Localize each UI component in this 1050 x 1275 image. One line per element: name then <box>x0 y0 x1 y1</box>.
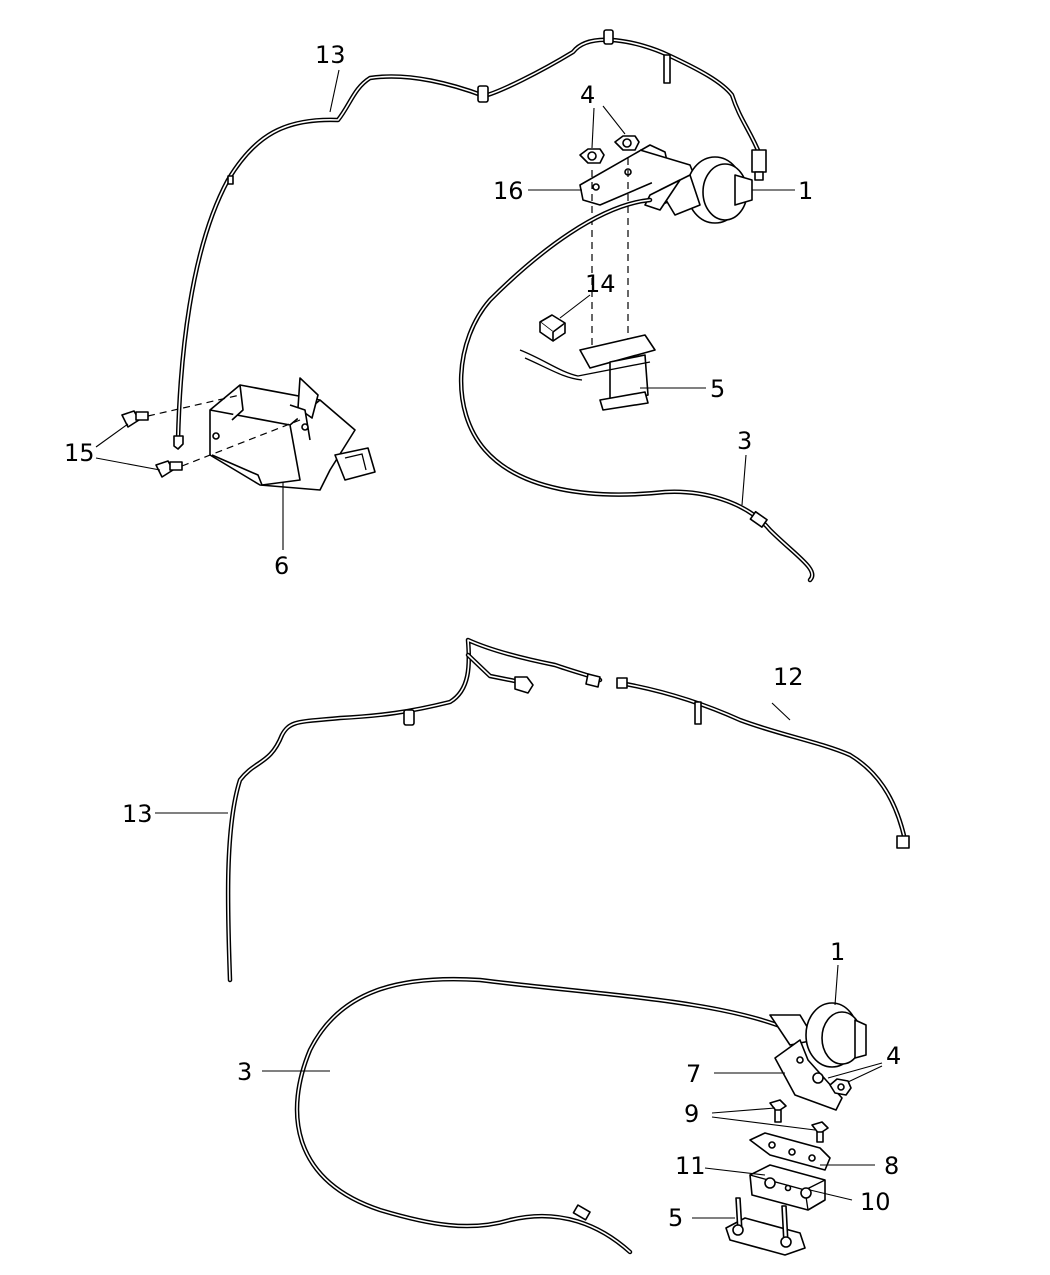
bracket-5-top <box>519 334 656 411</box>
module-6 <box>209 377 376 491</box>
callout-7: 7 <box>686 1060 701 1088</box>
callout-4-bottom: 4 <box>886 1042 901 1070</box>
callout-12: 12 <box>773 663 804 691</box>
nut-4-top <box>579 135 640 164</box>
callout-11: 11 <box>675 1152 706 1180</box>
callout-4-top: 4 <box>580 81 595 109</box>
callout-15: 15 <box>64 439 95 467</box>
callout-14: 14 <box>585 270 616 298</box>
bracket-7 <box>774 1039 843 1111</box>
cable-3-bottom <box>294 976 793 1255</box>
hose-12 <box>616 677 910 849</box>
spacer-10 <box>749 1164 826 1211</box>
hose-13-bottom <box>225 637 603 983</box>
callout-6: 6 <box>274 552 289 580</box>
bolt-9 <box>769 1099 829 1143</box>
actuator-1-top <box>579 144 753 224</box>
callout-9: 9 <box>684 1100 699 1128</box>
callout-13-top: 13 <box>315 41 346 69</box>
clip-14 <box>539 314 566 342</box>
callout-3-top: 3 <box>737 427 752 455</box>
nut-4-bottom <box>829 1078 852 1096</box>
callout-16: 16 <box>493 177 524 205</box>
callout-3-bottom: 3 <box>237 1058 252 1086</box>
callout-10: 10 <box>860 1188 891 1216</box>
bracket-5-bottom <box>725 1197 806 1256</box>
callout-5-top: 5 <box>710 375 725 403</box>
cable-3-top <box>459 197 815 583</box>
callout-13-mid: 13 <box>122 800 153 828</box>
actuator-1-bottom <box>769 1002 867 1068</box>
screw-15 <box>121 410 183 478</box>
plate-8 <box>749 1132 831 1171</box>
callout-1-top: 1 <box>798 177 813 205</box>
callout-8: 8 <box>884 1152 899 1180</box>
callout-5-bottom: 5 <box>668 1204 683 1232</box>
hose-13-top <box>173 29 767 450</box>
callout-1-bottom: 1 <box>830 938 845 966</box>
